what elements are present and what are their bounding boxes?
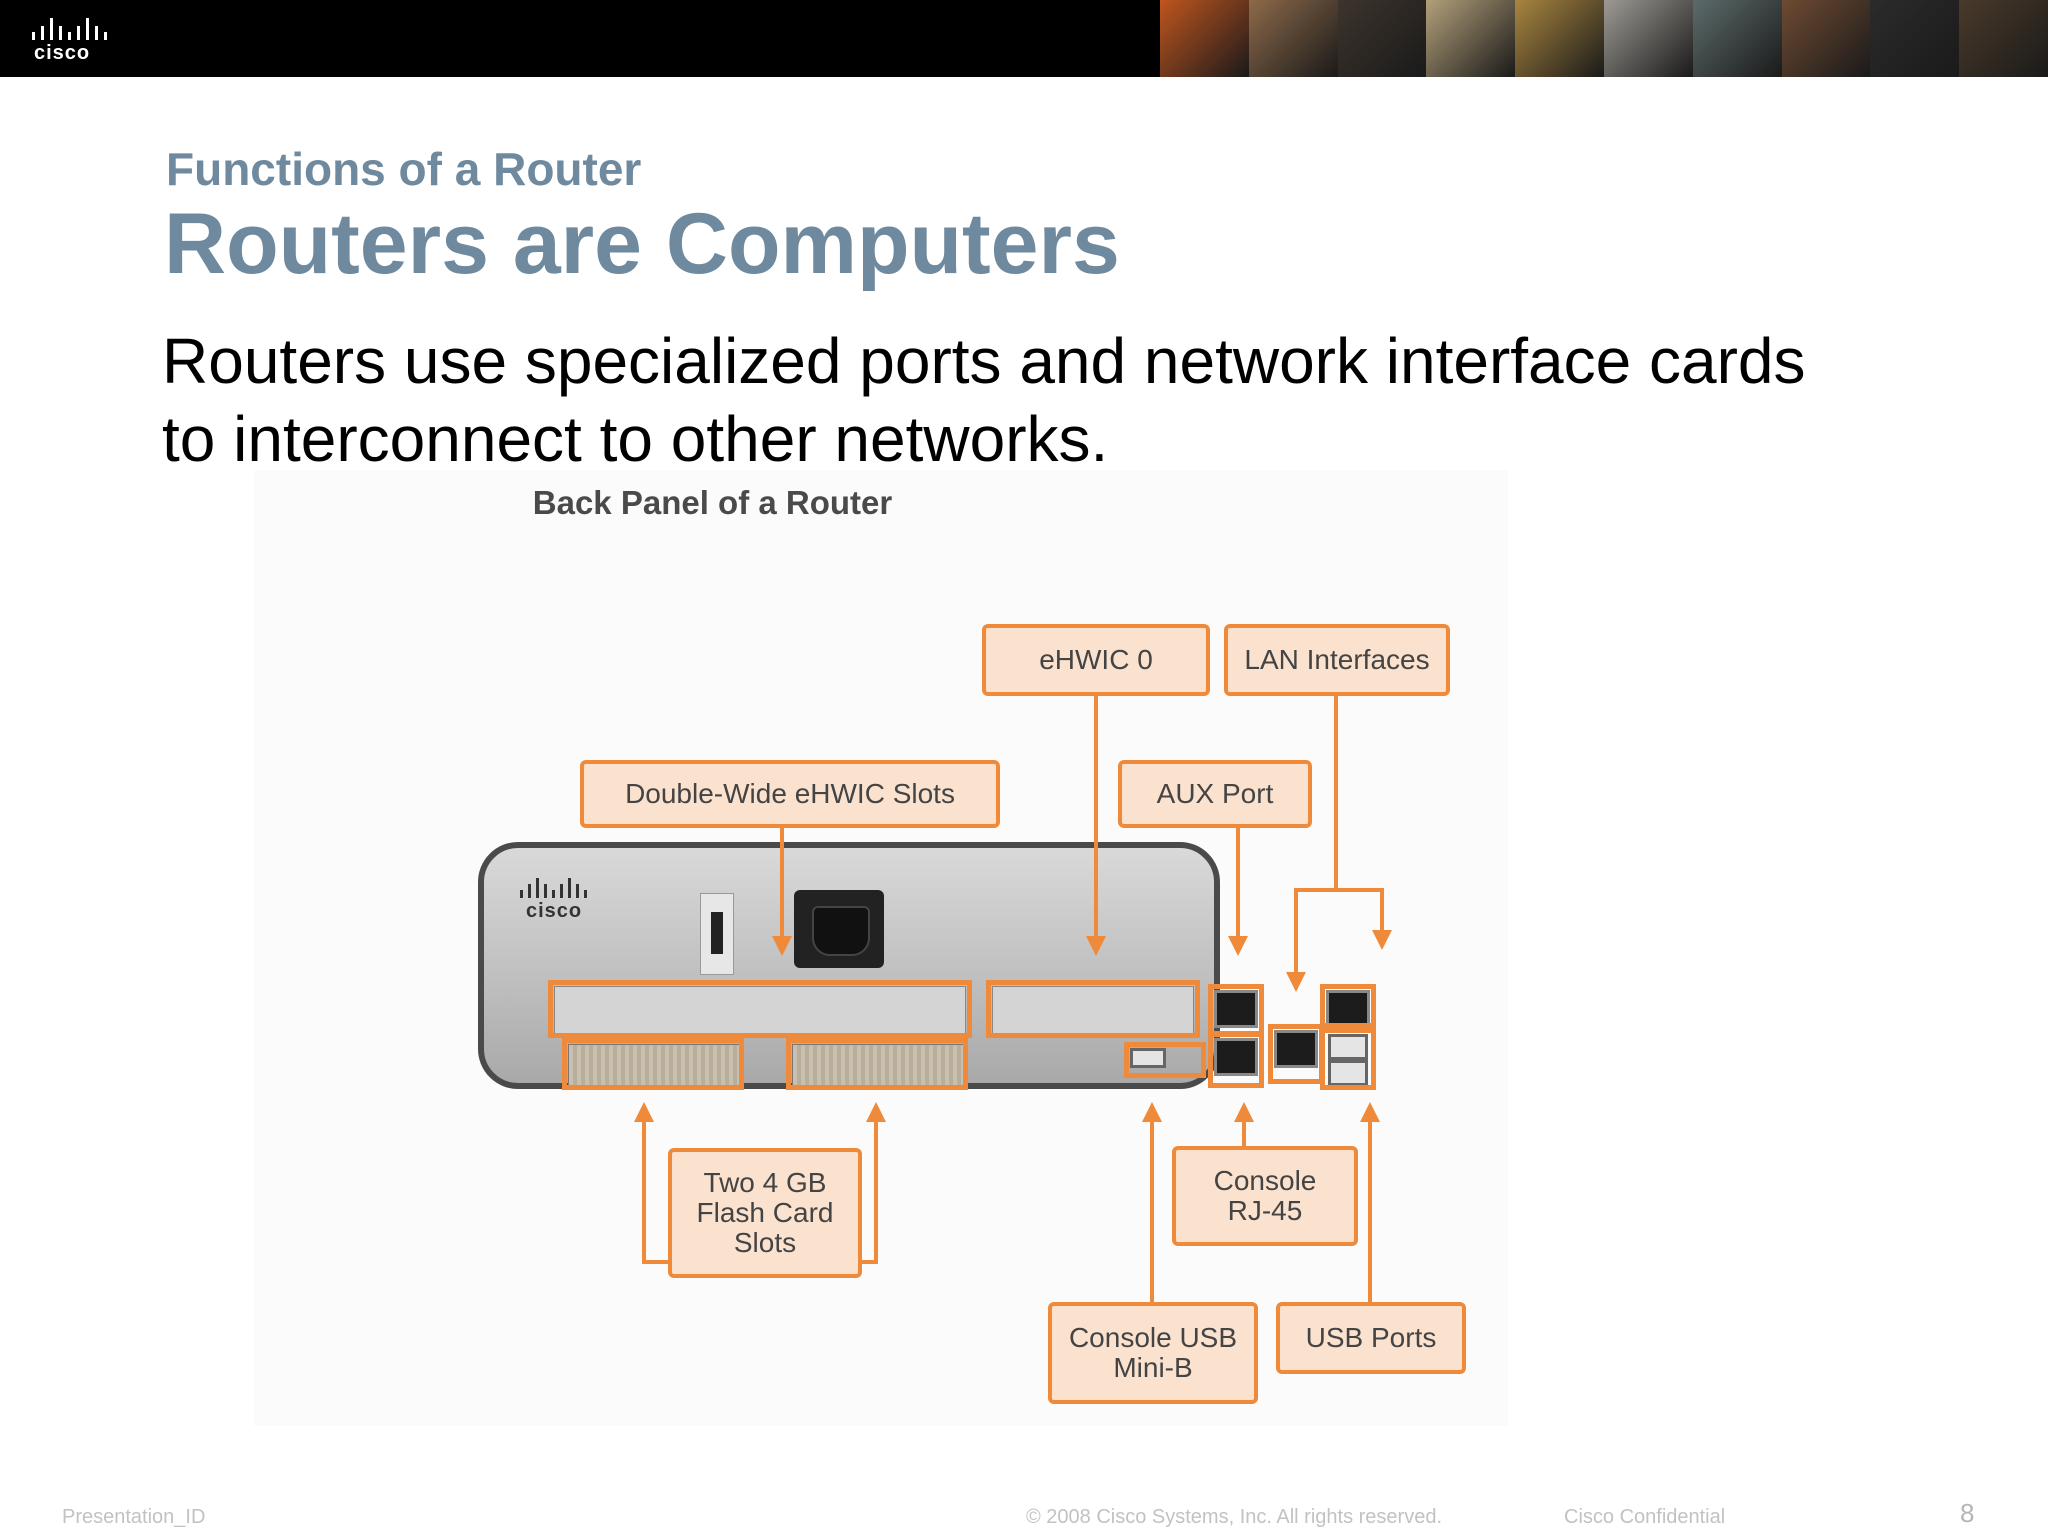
highlight-ehwic0 — [986, 980, 1200, 1038]
arrow-up-usb-ports-icon — [1360, 1102, 1380, 1122]
usb-port-0 — [1328, 1034, 1368, 1060]
cisco-logo-text: cisco — [34, 42, 91, 64]
banner-photo-tile — [1781, 0, 1871, 77]
banner-photo-tile — [1959, 0, 2048, 77]
banner-photo-tile — [1515, 0, 1604, 77]
arrow-down-lan-0-icon — [1286, 972, 1306, 992]
slide-body-text: Routers use specialized ports and networ… — [162, 325, 1806, 475]
connector-flash-right-h — [852, 1260, 878, 1264]
callout-console-usb-mini-b: Console USB Mini-B — [1048, 1302, 1258, 1404]
connector-flash-left — [642, 1122, 646, 1262]
cisco-logo: cisco — [30, 14, 120, 64]
footer-presentation-id: Presentation_ID — [62, 1506, 206, 1528]
aux-port — [1214, 990, 1258, 1028]
banner-photo-tile — [1160, 0, 1249, 77]
console-usb-mini-b-port — [1130, 1048, 1166, 1068]
footer-confidential: Cisco Confidential — [1564, 1506, 1726, 1528]
callout-flash-card-slots: Two 4 GB Flash Card Slots — [668, 1148, 862, 1278]
highlight-usb — [1320, 1028, 1376, 1090]
power-switch — [700, 893, 734, 975]
router-cisco-logo: cisco — [520, 874, 600, 924]
connector-lan-horizontal — [1294, 888, 1384, 892]
lan-port-0 — [1274, 1030, 1318, 1068]
ehwic-slot-0 — [992, 986, 1194, 1034]
highlight-aux — [1208, 984, 1264, 1036]
router-logo-text: cisco — [526, 900, 583, 922]
arrow-up-console-usb-icon — [1142, 1102, 1162, 1122]
power-inlet — [794, 890, 884, 968]
banner-photo-tile — [1870, 0, 1960, 77]
callout-aux-port: AUX Port — [1118, 760, 1312, 828]
callout-ehwic0: eHWIC 0 — [982, 624, 1210, 696]
router-back-panel-figure: Back Panel of a Router cisco — [254, 470, 1508, 1426]
highlight-flash-0 — [562, 1038, 744, 1090]
banner-photo-tile — [1603, 0, 1693, 77]
banner-photo-tile — [1426, 0, 1516, 77]
connector-lan-left — [1294, 888, 1298, 978]
arrow-up-console-rj45-icon — [1234, 1102, 1254, 1122]
connector-console-usb — [1150, 1122, 1154, 1374]
footer-copyright: © 2008 Cisco Systems, Inc. All rights re… — [1026, 1506, 1443, 1528]
arrow-up-flash-right-icon — [866, 1102, 886, 1122]
connector-ehwic0 — [1094, 694, 1098, 942]
banner-photo-tile — [1248, 0, 1338, 77]
highlight-console-usb — [1124, 1042, 1206, 1078]
router-chassis: cisco — [478, 842, 1376, 1090]
connector-flash-right — [874, 1122, 878, 1262]
console-rj45-port — [1214, 1038, 1258, 1076]
arrow-down-double-wide-icon — [772, 936, 792, 956]
callout-usb-ports: USB Ports — [1276, 1302, 1466, 1374]
highlight-lan-1 — [1320, 984, 1376, 1028]
highlight-console-rj45 — [1208, 1032, 1264, 1088]
figure-caption: Back Panel of a Router — [532, 484, 893, 521]
arrow-down-ehwic0-icon — [1086, 936, 1106, 956]
highlight-flash-1 — [786, 1038, 968, 1090]
flash-slot-1 — [792, 1044, 964, 1086]
connector-aux — [1236, 824, 1240, 942]
slide-subtitle: Functions of a Router — [166, 143, 642, 195]
page-number: 8 — [1960, 1498, 1975, 1528]
arrow-down-lan-1-icon — [1372, 930, 1392, 950]
highlight-double-wide — [548, 980, 972, 1038]
highlight-lan-0 — [1268, 1024, 1324, 1084]
arrow-up-flash-left-icon — [634, 1102, 654, 1122]
connector-lan-right — [1380, 888, 1384, 936]
connector-usb-ports — [1368, 1122, 1372, 1374]
banner-photo-tile — [1692, 0, 1782, 77]
usb-port-1 — [1328, 1060, 1368, 1086]
arrow-down-aux-icon — [1228, 936, 1248, 956]
banner-photo-tile — [1337, 0, 1427, 77]
lan-port-1 — [1326, 990, 1370, 1028]
connector-lan-vertical — [1334, 694, 1338, 890]
callout-console-rj45: Console RJ-45 — [1172, 1146, 1358, 1246]
ehwic-slot-double-wide — [554, 986, 966, 1034]
callout-double-wide-ehwic-slots: Double-Wide eHWIC Slots — [580, 760, 1000, 828]
top-banner: cisco — [0, 0, 2048, 77]
callout-lan-interfaces: LAN Interfaces — [1224, 624, 1450, 696]
cisco-logo-bars-icon — [30, 14, 116, 40]
banner-photo-strip — [1160, 0, 2048, 77]
connector-flash-left-h — [642, 1260, 670, 1264]
connector-double-wide — [780, 824, 784, 942]
slide-title: Routers are Computers — [164, 196, 1120, 292]
